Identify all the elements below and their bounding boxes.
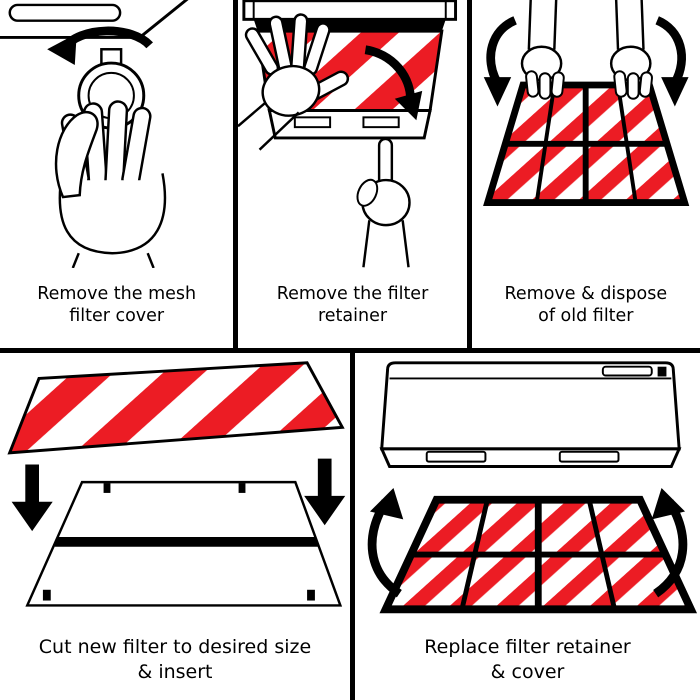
step1-remove-mesh-cover-illustration [0,0,189,268]
insert-down-arrows-icon [11,458,346,532]
caption-line: & cover [490,660,565,683]
pull-down-arrow-icon [364,45,423,121]
step4-caption: Cut new filter to desired size & insert [0,625,350,700]
removal-arrows-icon [483,16,689,107]
hand-holding-knob [54,100,167,268]
pointing-hand [356,137,412,268]
new-filter-in-grid [379,495,698,614]
step2-remove-filter-retainer-illustration [238,0,458,268]
step4-cut-and-insert-illustration [7,361,346,607]
caption-line: Remove the mesh [37,283,197,304]
caption-line: Remove the filter [276,283,429,304]
empty-filter-frame [25,480,343,607]
arms-reaching-down [520,0,652,82]
caption-line: retainer [317,306,388,326]
rotation-arrow-icon [47,26,153,66]
caption-line: Cut new filter to desired size [38,636,312,659]
caption-line: & insert [137,660,213,683]
caption-line: filter cover [69,306,165,326]
range-hood [379,361,682,468]
step-panel-4: Cut new filter to desired size & insert [0,353,350,700]
step5-caption: Replace filter retainer & cover [355,625,700,700]
step2-caption: Remove the filter retainer [238,268,466,348]
old-striped-filter [482,81,689,207]
new-filter-sheet [7,361,345,455]
step1-caption: Remove the mesh filter cover [0,268,233,348]
open-hand [238,13,350,151]
step5-replace-retainer-and-cover-illustration [367,361,698,614]
caption-line: of old filter [538,306,634,326]
step3-remove-old-filter-illustration [482,0,689,207]
replace-up-arrows-icon [367,488,688,598]
top-row: Remove the mesh filter cover [0,0,700,348]
caption-line: Remove & dispose [504,283,668,304]
step-panel-2: Remove the filter retainer [233,0,467,348]
step-panel-3: Remove & dispose of old filter [466,0,700,348]
step3-caption: Remove & dispose of old filter [472,268,700,348]
caption-line: Replace filter retainer [424,636,631,659]
bottom-row: Cut new filter to desired size & insert [0,348,700,700]
step-panel-1: Remove the mesh filter cover [0,0,234,348]
filter-retainer-bar [267,109,433,140]
step-panel-5: Replace filter retainer & cover [350,353,700,700]
gripping-fingers [524,70,653,100]
